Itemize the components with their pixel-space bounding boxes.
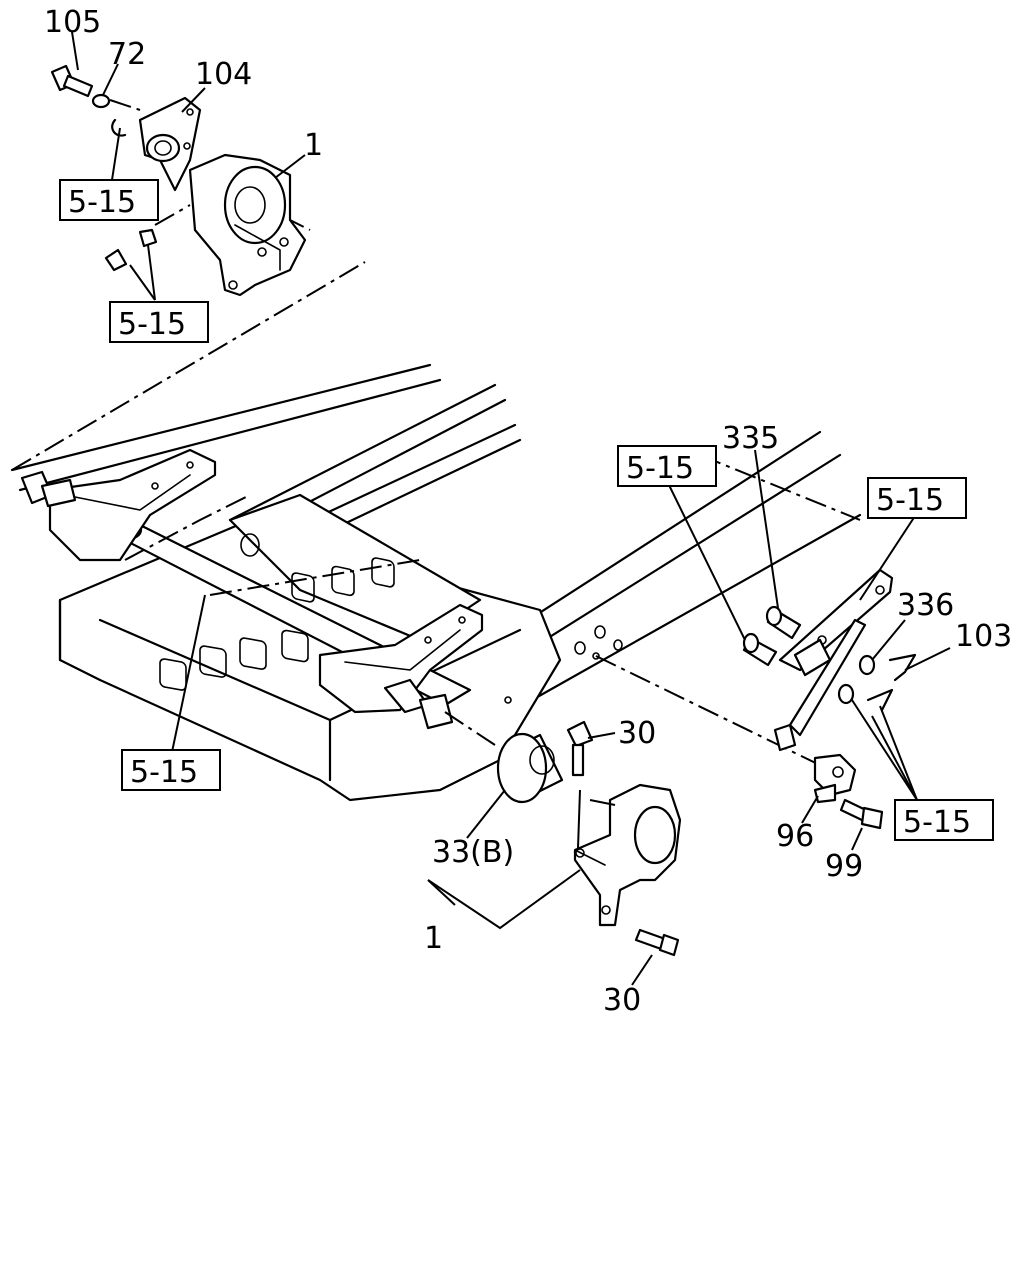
upper-mount-assembly (50, 64, 307, 297)
snap-ring-icon (111, 118, 127, 137)
bolt-30-bottom-icon (634, 928, 680, 957)
bolt-105-icon (50, 64, 94, 98)
reference-label: 5-15 (903, 805, 971, 840)
reference-label: 5-15 (876, 483, 944, 518)
bushing-33b-icon (496, 732, 564, 804)
callout-72: 72 (108, 37, 146, 72)
clip-icon (866, 688, 894, 712)
reference-label: 5-15 (68, 185, 136, 220)
cushion-mount-top-icon (188, 153, 307, 297)
callout-336: 336 (897, 588, 954, 623)
reference-box-link-arm[interactable]: 5-15 (867, 477, 967, 519)
callout-33b: 33(B) (432, 835, 514, 870)
reference-box-pin[interactable]: 5-15 (617, 445, 717, 487)
reference-box-top-bolts[interactable]: 5-15 (109, 301, 209, 343)
callout-99: 99 (825, 849, 863, 884)
nut-icon (138, 228, 158, 248)
chain-lines (11, 99, 861, 771)
linkage-assembly (742, 568, 917, 830)
pin-lower-icon (742, 632, 778, 667)
chassis-frame (10, 363, 862, 802)
reference-label: 5-15 (626, 451, 694, 486)
reference-label: 5-15 (130, 755, 198, 790)
washer-336-icon (858, 654, 876, 676)
rod-icon (788, 618, 867, 737)
bracket-96-icon (813, 753, 857, 804)
callout-335: 335 (722, 421, 779, 456)
callout-30-top: 30 (618, 716, 656, 751)
pin-335-icon (765, 605, 802, 640)
bracket-104-icon (138, 96, 202, 192)
clip-103-icon (888, 653, 917, 682)
bolt-30-top-icon (566, 720, 594, 777)
lower-mount-assembly (496, 720, 682, 957)
reference-boxes: 5-15 5-15 5-15 5-15 5-15 5-15 (59, 179, 994, 841)
reference-box-stabilizer[interactable]: 5-15 (121, 749, 221, 791)
callout-96: 96 (776, 819, 814, 854)
callout-105: 105 (44, 5, 101, 40)
reference-label: 5-15 (118, 307, 186, 342)
callout-104: 104 (195, 57, 252, 92)
washer-72-icon (91, 93, 111, 109)
washer-icon (837, 683, 855, 705)
callout-1-top: 1 (304, 128, 323, 163)
callout-30-bottom: 30 (603, 983, 641, 1018)
reference-box-clips[interactable]: 5-15 (894, 799, 994, 841)
cushion-mount-bottom-icon (573, 783, 682, 927)
callout-1-bottom: 1 (424, 921, 443, 956)
reference-box-top-left[interactable]: 5-15 (59, 179, 159, 221)
callout-labels: 105 72 104 1 335 336 103 30 96 99 33(B) … (44, 5, 1012, 1018)
bolt-99-icon (839, 798, 884, 830)
callout-103: 103 (955, 619, 1012, 654)
bolt-icon (104, 248, 128, 272)
leader-lines (71, 31, 951, 986)
